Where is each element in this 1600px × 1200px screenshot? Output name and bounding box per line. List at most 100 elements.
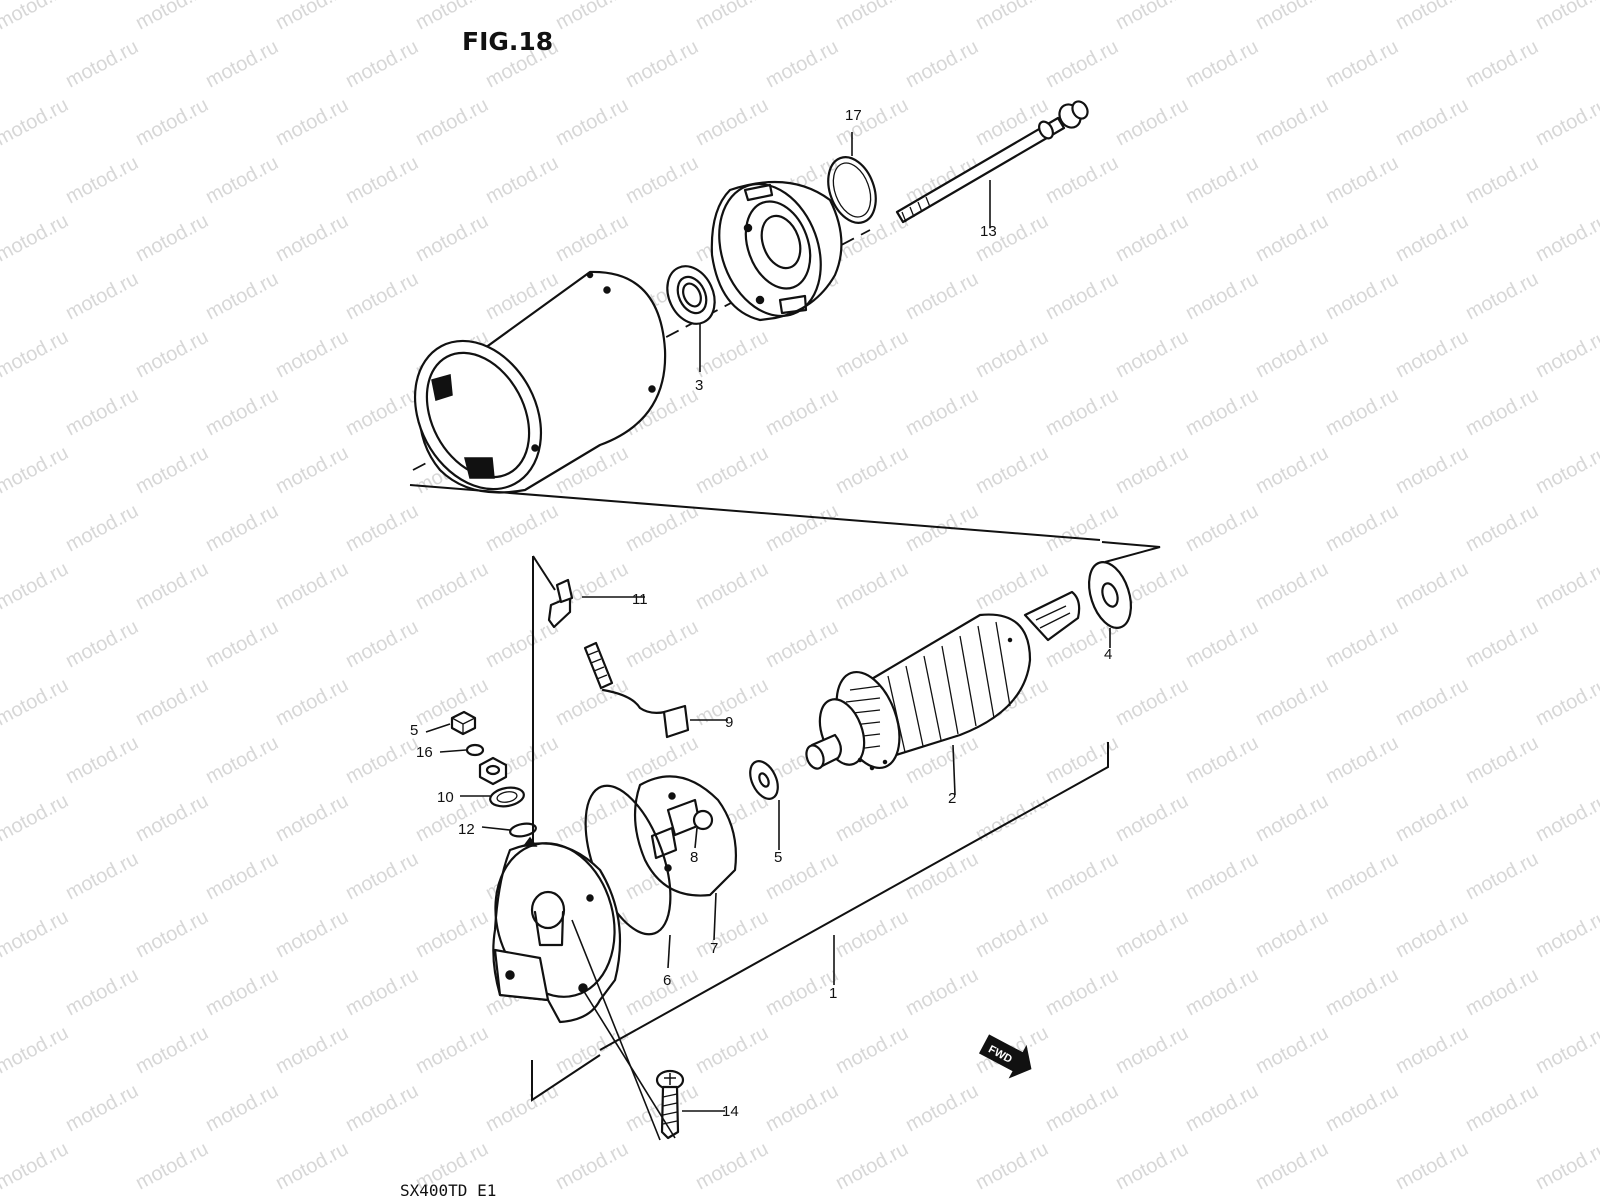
o-ring-inner-edge — [832, 162, 872, 218]
watermark-text: motod.ru — [342, 732, 422, 788]
watermark-text: motod.ru — [342, 848, 422, 904]
callout-5-right: 5 — [774, 849, 782, 866]
o-ring-part-17 — [827, 156, 877, 224]
watermark-text: motod.ru — [1392, 94, 1472, 150]
callout-3: 3 — [695, 377, 703, 394]
watermark-text: motod.ru — [0, 732, 2, 788]
watermark-text: motod.ru — [0, 268, 2, 324]
watermark-text: motod.ru — [0, 1022, 72, 1078]
watermark-text: motod.ru — [832, 0, 912, 34]
watermark-text: motod.ru — [692, 558, 772, 614]
brush-terminal-part-9 — [583, 641, 690, 739]
watermark-text: motod.ru — [202, 1196, 282, 1200]
watermark-text: motod.ru — [1112, 906, 1192, 962]
watermark-text: motod.ru — [482, 500, 562, 556]
watermark-text: motod.ru — [412, 94, 492, 150]
watermark-text: motod.ru — [1252, 442, 1332, 498]
watermark-text: motod.ru — [272, 1022, 352, 1078]
watermark-text: motod.ru — [1462, 848, 1542, 904]
watermark-text: motod.ru — [1462, 964, 1542, 1020]
watermark-text: motod.ru — [62, 1080, 142, 1136]
watermark-text: motod.ru — [202, 500, 282, 556]
watermark-text: motod.ru — [692, 94, 772, 150]
frame-bracket-11 — [532, 555, 556, 591]
callout-12: 12 — [458, 821, 475, 838]
watermark-text: motod.ru — [1392, 210, 1472, 266]
watermark-text: motod.ru — [762, 1196, 842, 1200]
watermark-text: motod.ru — [622, 1196, 702, 1200]
watermark-text: motod.ru — [1462, 36, 1542, 92]
insulator-inner-edge — [496, 791, 518, 803]
watermark-text: motod.ru — [412, 558, 492, 614]
washer-part-4 — [1087, 561, 1133, 629]
watermark-text: motod.ru — [1322, 732, 1402, 788]
callout-1: 1 — [829, 985, 837, 1002]
callout-16: 16 — [416, 744, 433, 761]
end-cover — [710, 180, 843, 322]
watermark-text: motod.ru — [0, 906, 72, 962]
watermark-text: motod.ru — [0, 1196, 2, 1200]
watermark-text: motod.ru — [832, 442, 912, 498]
watermark-text: motod.ru — [0, 94, 72, 150]
watermark-text: motod.ru — [832, 558, 912, 614]
watermark-text: motod.ru — [1392, 790, 1472, 846]
figure-title: FIG.18 — [462, 27, 553, 56]
watermark-text: motod.ru — [1532, 210, 1600, 266]
model-code: SX400TD E1 — [400, 1181, 496, 1200]
brush-holder-plate-part-7 — [633, 775, 737, 897]
watermark-text: motod.ru — [132, 0, 212, 34]
nut-part-5-left — [450, 710, 477, 736]
watermark-text: motod.ru — [1112, 94, 1192, 150]
watermark-text: motod.ru — [1042, 268, 1122, 324]
watermark-text: motod.ru — [902, 36, 982, 92]
watermark-text: motod.ru — [272, 906, 352, 962]
watermark-text: motod.ru — [552, 94, 632, 150]
watermark-text: motod.ru — [762, 384, 842, 440]
watermark-text: motod.ru — [1322, 616, 1402, 672]
watermark-text: motod.ru — [202, 616, 282, 672]
watermark-text: motod.ru — [0, 616, 2, 672]
watermark-text: motod.ru — [972, 790, 1052, 846]
watermark-text: motod.ru — [1532, 558, 1600, 614]
watermark-text: motod.ru — [622, 36, 702, 92]
watermark-text: motod.ru — [202, 268, 282, 324]
watermark-text: motod.ru — [762, 1080, 842, 1136]
watermark-text: motod.ru — [1532, 94, 1600, 150]
watermark-text: motod.ru — [1252, 906, 1332, 962]
watermark-text: motod.ru — [132, 790, 212, 846]
watermark-text: motod.ru — [832, 790, 912, 846]
watermark-text: motod.ru — [0, 500, 2, 556]
watermark-text: motod.ru — [1322, 36, 1402, 92]
watermark-text: motod.ru — [132, 210, 212, 266]
watermark-text: motod.ru — [692, 442, 772, 498]
callout-8: 8 — [690, 849, 698, 866]
watermark-text: motod.ru — [1322, 1080, 1402, 1136]
leader-8 — [694, 827, 698, 849]
watermark-text: motod.ru — [1182, 616, 1262, 672]
watermark-text: motod.ru — [552, 790, 632, 846]
watermark-text: motod.ru — [622, 616, 702, 672]
watermark-text: motod.ru — [1042, 152, 1122, 208]
watermark-text: motod.ru — [1532, 1022, 1600, 1078]
watermark-text: motod.ru — [1182, 732, 1262, 788]
watermark-text: motod.ru — [762, 36, 842, 92]
watermark-text: motod.ru — [62, 384, 142, 440]
callout-5-left: 5 — [410, 722, 418, 739]
watermark-text: motod.ru — [272, 326, 352, 382]
watermark-text: motod.ru — [62, 1196, 142, 1200]
watermark-text: motod.ru — [832, 1022, 912, 1078]
watermark-text: motod.ru — [342, 500, 422, 556]
watermark-text: motod.ru — [1392, 326, 1472, 382]
watermark-text: motod.ru — [202, 732, 282, 788]
watermark-text: motod.ru — [1532, 790, 1600, 846]
watermark-text: motod.ru — [202, 384, 282, 440]
watermark-text: motod.ru — [132, 1022, 212, 1078]
watermark-text: motod.ru — [1182, 848, 1262, 904]
watermark-text: motod.ru — [1532, 0, 1600, 34]
watermark-text: motod.ru — [0, 210, 72, 266]
watermark-text: motod.ru — [1252, 94, 1332, 150]
watermark-text: motod.ru — [762, 500, 842, 556]
through-bolt-part-13 — [895, 100, 1089, 224]
watermark-text: motod.ru — [0, 0, 72, 34]
